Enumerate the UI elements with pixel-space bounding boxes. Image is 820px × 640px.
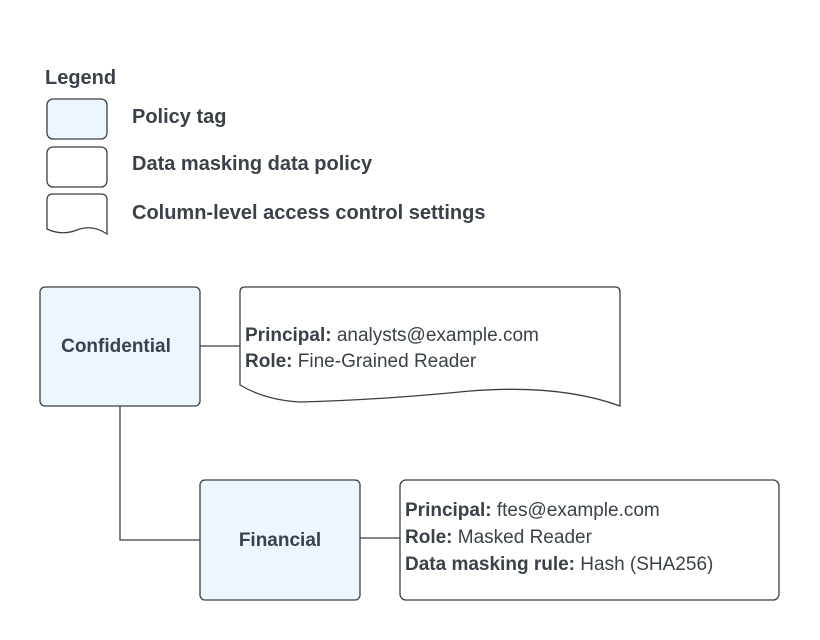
policy-tag-label: Financial	[239, 530, 321, 551]
connector-confidential-financial	[119, 406, 200, 541]
legend-title: Legend	[45, 67, 116, 89]
access-control-settings-confidential[interactable]: Principal: analysts@example.com Role: Fi…	[239, 286, 621, 407]
principal-line: Principal: ftes@example.com	[405, 500, 660, 521]
policy-tag-financial[interactable]: Financial	[199, 479, 361, 601]
legend-policy-tag-swatch	[46, 98, 108, 140]
legend-data-policy-swatch	[46, 146, 108, 188]
legend-policy-tag-label: Policy tag	[132, 106, 226, 128]
legend-access-control-label: Column-level access control settings	[132, 202, 485, 224]
policy-tag-label: Confidential	[61, 336, 171, 357]
policy-tag-box[interactable]	[199, 479, 361, 601]
role-line: Role: Fine-Grained Reader	[245, 351, 477, 372]
policy-box	[399, 479, 780, 601]
document-shape	[239, 286, 621, 407]
masking-rule-line: Data masking rule: Hash (SHA256)	[405, 554, 713, 575]
legend-data-policy-label: Data masking data policy	[132, 153, 373, 175]
role-line: Role: Masked Reader	[405, 527, 593, 548]
principal-line: Principal: analysts@example.com	[245, 325, 539, 346]
legend-access-control-swatch	[46, 193, 108, 236]
policy-tag-confidential[interactable]: Confidential	[39, 286, 201, 407]
policy-tag-box[interactable]	[39, 286, 201, 407]
legend: Legend Policy tag Data masking data poli…	[45, 67, 485, 236]
data-masking-policy-financial[interactable]: Principal: ftes@example.com Role: Masked…	[399, 479, 780, 601]
